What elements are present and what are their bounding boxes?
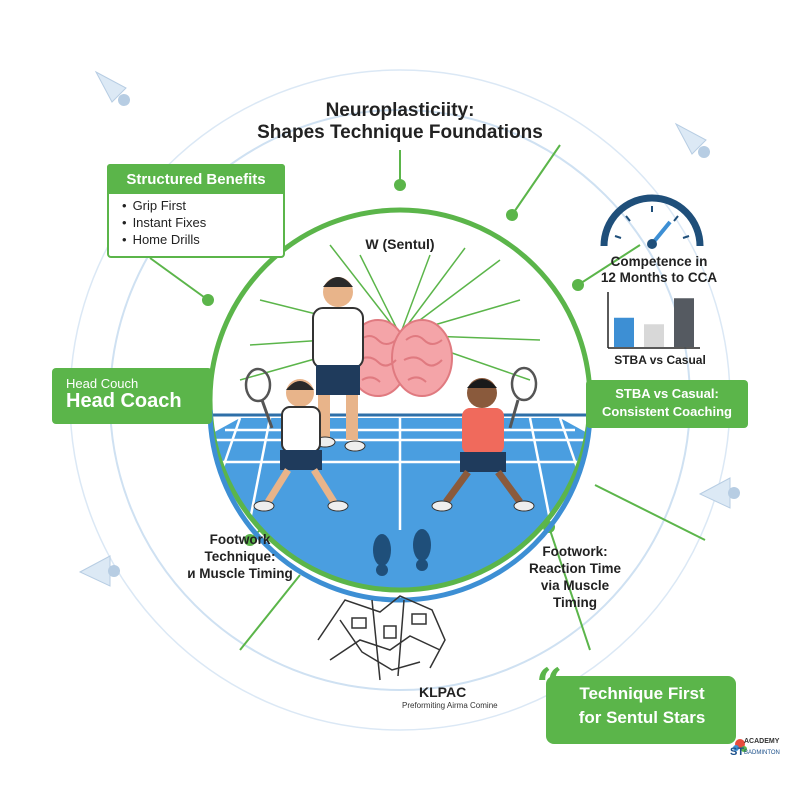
court-scene <box>210 244 590 590</box>
logo-academy-text: ACADEMY <box>744 738 780 745</box>
shuttlecock-icon <box>78 555 120 587</box>
stba-banner-line-2: Consistent Coaching <box>601 404 732 419</box>
coach-figure <box>312 277 366 452</box>
footwork-right-line-4: Timing <box>552 595 597 610</box>
stba-vs-casual-banner <box>586 380 748 428</box>
chart-bar-1 <box>614 317 634 347</box>
racket-icon <box>508 366 538 429</box>
center-circle-lower-arc <box>207 409 593 603</box>
connector-lines <box>149 144 706 651</box>
shuttlecock-icon <box>94 70 130 106</box>
map-icon <box>317 595 446 681</box>
competence-label-line-1: Competence in <box>610 254 708 269</box>
benefit-item-grip-first: Grip First <box>122 198 186 213</box>
page-title-line-1: Neuroplasticiity: <box>325 100 475 121</box>
quote-line-2: for Sentul Stars <box>578 708 706 727</box>
shuttlecock-icon <box>674 122 710 158</box>
benefit-item-home-drills: Home Drills <box>122 232 200 247</box>
academy-logo-icon <box>733 739 747 752</box>
page-title-line-2: Shapes Technique Foundations <box>257 122 543 143</box>
shuttlecock-icon <box>698 477 740 509</box>
right-player-figure <box>431 378 535 512</box>
footwork-right-line-1: Footwork: <box>542 544 608 559</box>
structured-benefits-header: Structured Benefits <box>107 164 285 194</box>
left-player-figure <box>253 379 349 512</box>
quote-line-1: Technique First <box>579 684 705 703</box>
chart-bar-3 <box>674 298 694 347</box>
footwork-left-line-2: Technique: <box>204 549 276 564</box>
head-coach-title: Head Coach <box>66 390 182 412</box>
bar-chart-label: STBA vs Casual <box>614 353 706 367</box>
stba-banner-line-1: STBA vs Casual: <box>615 386 719 401</box>
footwork-right-line-2: Reaction Time <box>528 561 622 576</box>
chart-bar-2 <box>644 324 664 347</box>
competence-label-line-2: 12 Months to CCA <box>600 270 718 285</box>
head-coach-subtitle: Head Couch <box>66 376 139 391</box>
speedometer-icon <box>600 194 704 249</box>
footwork-left-line-3: и Muscle Timing <box>187 566 293 581</box>
quote-mark-icon: “ <box>536 658 563 712</box>
head-coach-banner <box>52 368 212 424</box>
logo-badminton-text: BADMINTON <box>744 750 780 756</box>
footwork-right-line-3: via Muscle <box>540 578 610 593</box>
logo-st-text: ST <box>730 746 745 758</box>
klpac-title: KLPAC <box>419 684 467 700</box>
footwork-left-line-1: Footwork <box>209 532 271 547</box>
quote-banner <box>546 676 736 744</box>
center-location-label: W (Sentul) <box>365 236 435 252</box>
klpac-subtitle: Preformiting Airma Comine <box>402 701 498 710</box>
racket-icon <box>244 367 274 429</box>
footprints-icon <box>373 529 431 576</box>
benefit-item-instant-fixes: Instant Fixes <box>122 215 207 230</box>
competence-bar-chart <box>607 292 700 349</box>
